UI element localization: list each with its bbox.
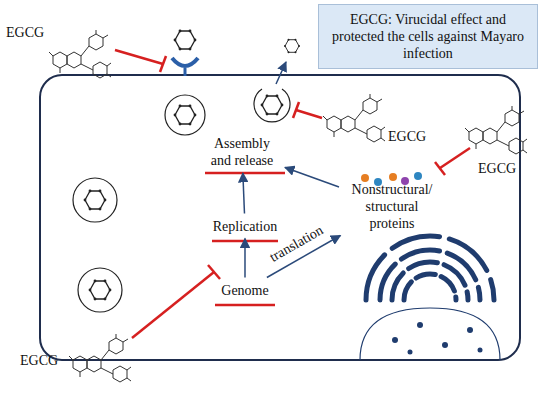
node-text: Genome [221, 282, 268, 299]
compound-label: EGCG [478, 160, 516, 177]
node-text: EGCG: Virucidal effect and protected the… [327, 11, 529, 62]
inhibition-line [115, 50, 470, 338]
release-vesicle [254, 89, 290, 122]
step-label: Nonstructural/ structural proteins [342, 180, 442, 233]
step-label: Assembly and release [202, 134, 282, 170]
virus [174, 30, 197, 51]
node-text: Assembly and release [204, 135, 280, 169]
endosome [73, 178, 117, 222]
node-text: Nonstructural/ structural proteins [344, 181, 440, 232]
flow-arrow [243, 173, 245, 214]
endoplasmic-reticulum [366, 236, 494, 300]
receptor [172, 58, 198, 66]
endosome [165, 95, 205, 135]
endosome [78, 268, 122, 312]
step-label: Genome [219, 281, 270, 300]
cell-membrane [40, 75, 520, 360]
chromatin-dots [392, 322, 483, 355]
flow-arrow [244, 239, 246, 278]
compound-label: EGCG [6, 24, 44, 41]
node-text: Replication [213, 218, 278, 235]
flow-arrow [285, 167, 339, 186]
compound-label: EGCG [20, 352, 58, 369]
nucleus [360, 308, 500, 360]
title-box: EGCG: Virucidal effect and protected the… [318, 4, 538, 69]
step-label: Replication [211, 217, 280, 236]
compound-label: EGCG [388, 128, 426, 145]
